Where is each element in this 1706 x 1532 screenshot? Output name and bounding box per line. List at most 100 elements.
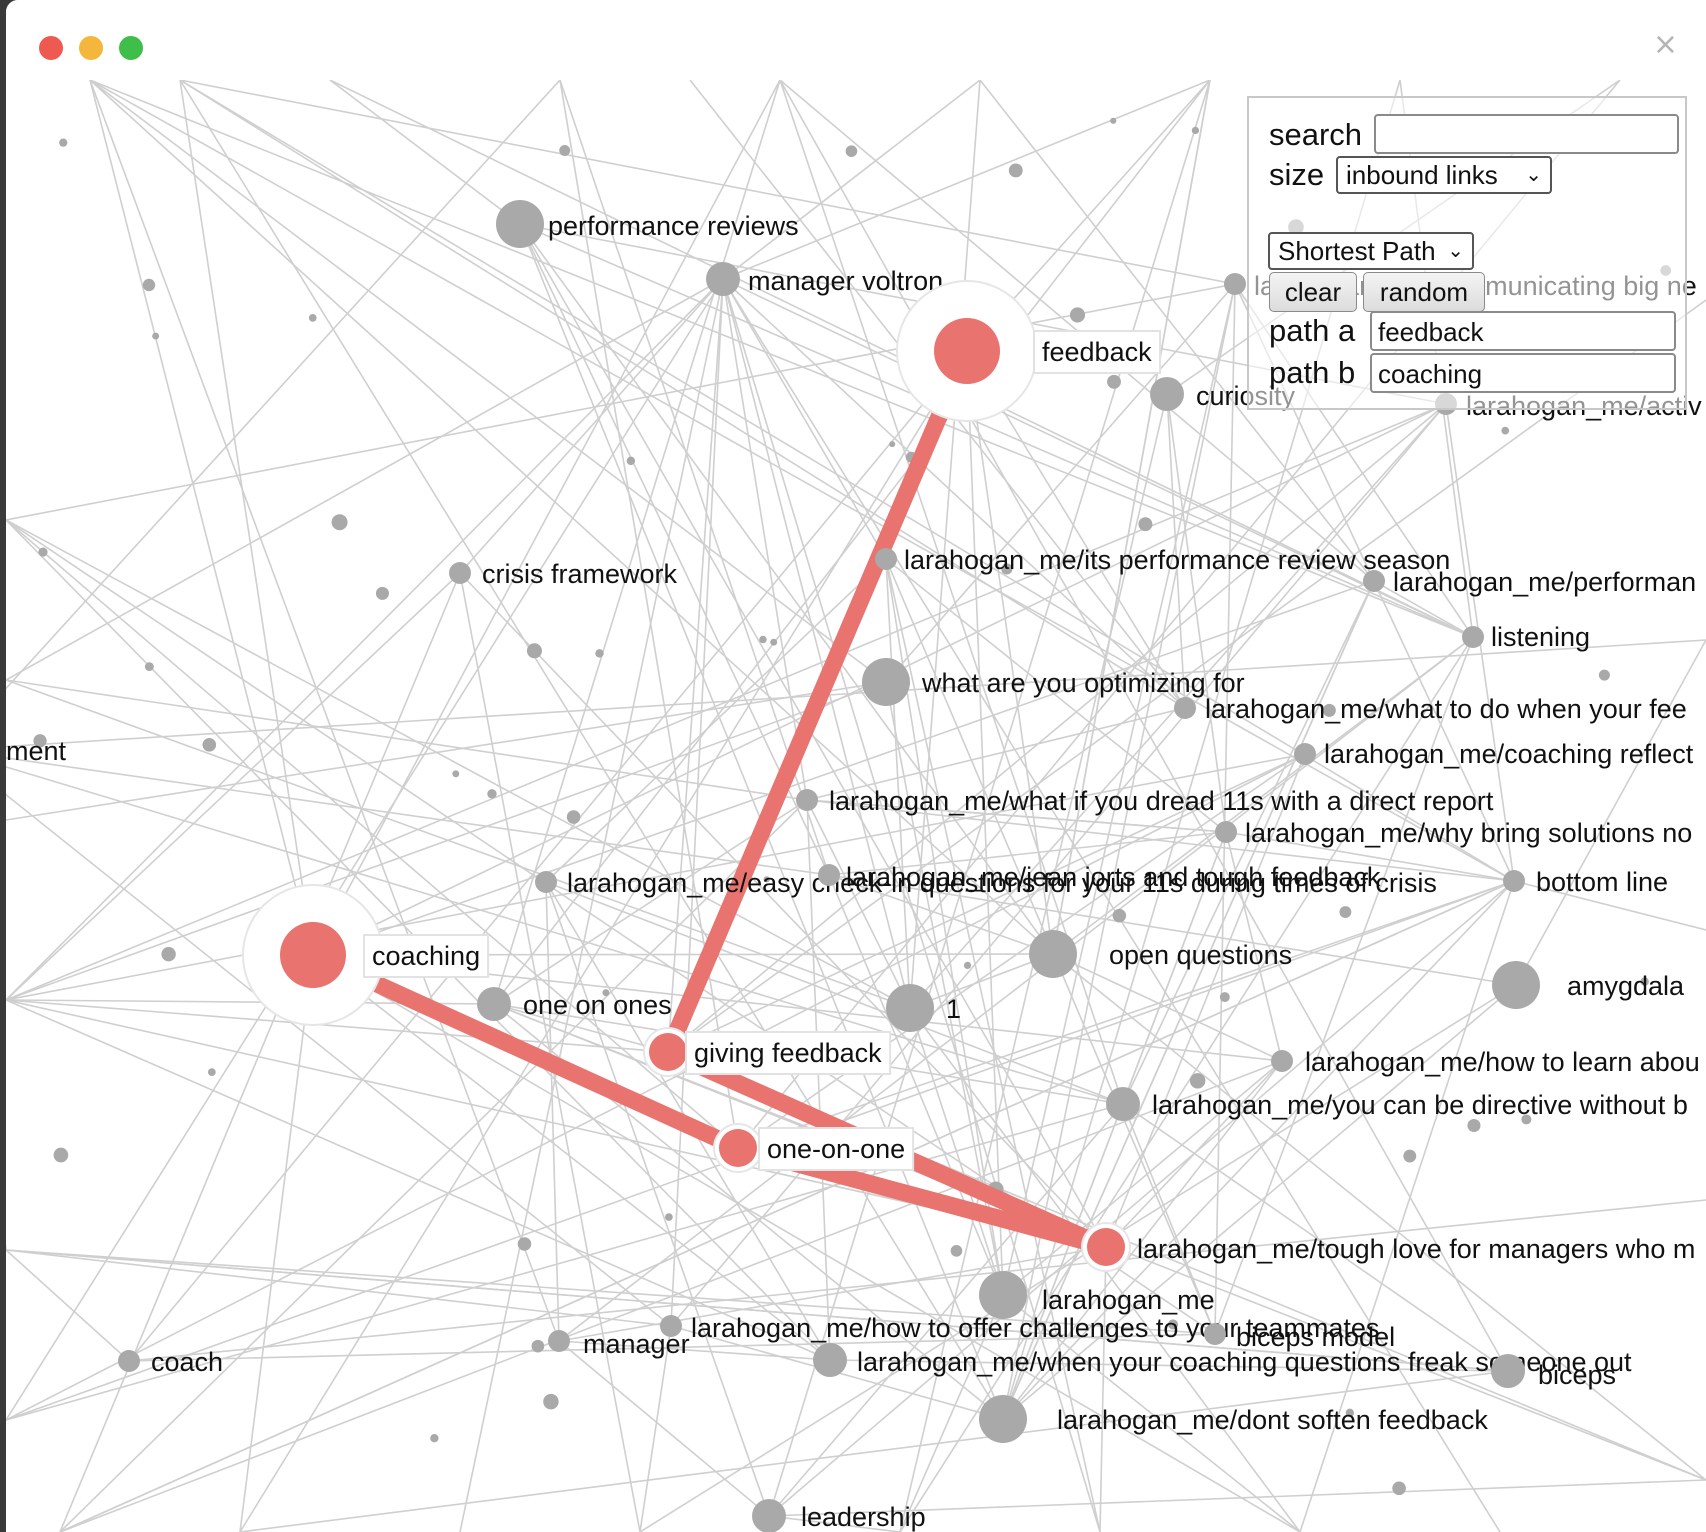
- unlabeled-node[interactable]: [595, 649, 604, 658]
- node-label[interactable]: ment: [6, 736, 67, 766]
- unlabeled-node[interactable]: [1191, 126, 1200, 135]
- node-dot[interactable]: [796, 789, 818, 811]
- node-label[interactable]: larahogan_me/performan: [1393, 567, 1696, 597]
- node-dot[interactable]: [875, 548, 897, 570]
- unlabeled-node[interactable]: [487, 789, 497, 799]
- node-dot[interactable]: [1363, 570, 1385, 592]
- node-dot[interactable]: [934, 318, 1000, 384]
- unlabeled-node[interactable]: [202, 738, 217, 752]
- unlabeled-node[interactable]: [1001, 563, 1013, 575]
- node-label[interactable]: what are you optimizing for: [921, 668, 1245, 698]
- unlabeled-node[interactable]: [526, 643, 542, 659]
- minimize-window-button[interactable]: [79, 36, 103, 60]
- clear-button[interactable]: clear: [1269, 272, 1357, 312]
- unlabeled-node[interactable]: [152, 332, 160, 340]
- node-label[interactable]: larahogan_me/tough love for managers who…: [1137, 1234, 1695, 1264]
- node-dot[interactable]: [1204, 1323, 1226, 1345]
- unlabeled-node[interactable]: [1112, 908, 1127, 923]
- unlabeled-node[interactable]: [1521, 1114, 1532, 1125]
- search-input[interactable]: [1374, 114, 1679, 154]
- node-label[interactable]: bottom line: [1536, 867, 1668, 897]
- unlabeled-node[interactable]: [1069, 307, 1086, 323]
- unlabeled-node[interactable]: [430, 1434, 439, 1443]
- graph-node[interactable]: larahogan_me/coaching reflect: [1294, 739, 1694, 769]
- node-label[interactable]: open questions: [1109, 940, 1292, 970]
- node-dot[interactable]: [496, 200, 544, 248]
- unlabeled-node[interactable]: [144, 662, 154, 672]
- node-dot[interactable]: [1271, 1050, 1293, 1072]
- mode-select[interactable]: Shortest Path ⌄: [1268, 232, 1474, 270]
- graph-node[interactable]: larahogan_me/dont soften feedback: [979, 1395, 1488, 1443]
- unlabeled-node[interactable]: [1467, 1118, 1481, 1133]
- node-label[interactable]: larahogan_me/dont soften feedback: [1057, 1405, 1488, 1435]
- node-label[interactable]: larahogan_me: [1042, 1285, 1215, 1315]
- unlabeled-node[interactable]: [207, 1068, 216, 1077]
- unlabeled-node[interactable]: [759, 635, 767, 644]
- graph-node[interactable]: amygdala: [1492, 961, 1685, 1009]
- unlabeled-node[interactable]: [53, 1147, 69, 1163]
- unlabeled-node[interactable]: [161, 947, 176, 962]
- node-dot[interactable]: [548, 1330, 570, 1352]
- zoom-window-button[interactable]: [119, 36, 143, 60]
- unlabeled-node[interactable]: [1598, 669, 1610, 681]
- graph-node[interactable]: crisis framework: [449, 559, 678, 589]
- node-dot[interactable]: [535, 871, 557, 893]
- node-dot[interactable]: [719, 1129, 757, 1167]
- node-dot[interactable]: [1150, 377, 1184, 411]
- node-dot[interactable]: [649, 1033, 687, 1071]
- node-dot[interactable]: [813, 1343, 847, 1377]
- path-a-input[interactable]: feedback: [1370, 311, 1676, 351]
- node-dot[interactable]: [1294, 743, 1316, 765]
- node-label[interactable]: manager voltron: [748, 266, 943, 296]
- graph-node[interactable]: one-on-one: [713, 1123, 915, 1173]
- node-dot[interactable]: [1462, 626, 1484, 648]
- graph-node[interactable]: giving feedback: [643, 1027, 892, 1077]
- graph-node[interactable]: larahogan_me/why bring solutions no: [1215, 818, 1692, 848]
- graph-node[interactable]: open questions: [1029, 930, 1292, 978]
- graph-node[interactable]: one on ones: [477, 987, 672, 1021]
- unlabeled-node[interactable]: [142, 278, 156, 292]
- unlabeled-node[interactable]: [452, 770, 460, 778]
- unlabeled-node[interactable]: [1219, 992, 1230, 1003]
- node-dot[interactable]: [752, 1499, 786, 1532]
- node-label[interactable]: coaching: [372, 941, 480, 971]
- graph-node[interactable]: 1: [886, 984, 961, 1032]
- graph-node[interactable]: larahogan_me/what if you dread 11s with …: [796, 786, 1494, 816]
- graph-node[interactable]: listening: [1462, 622, 1590, 652]
- unlabeled-node[interactable]: [1167, 1319, 1179, 1330]
- unlabeled-node[interactable]: [531, 1339, 545, 1353]
- graph-node[interactable]: larahogan_me/how to offer challenges to …: [660, 1313, 1379, 1343]
- node-label[interactable]: leadership: [801, 1502, 926, 1532]
- graph-node[interactable]: feedback: [896, 280, 1162, 422]
- close-icon[interactable]: ×: [1652, 27, 1678, 62]
- node-dot[interactable]: [660, 1315, 682, 1337]
- unlabeled-node[interactable]: [1501, 426, 1510, 435]
- node-dot[interactable]: [1087, 1228, 1125, 1266]
- node-label[interactable]: larahogan_me/how to offer challenges to …: [691, 1313, 1379, 1343]
- node-dot[interactable]: [449, 562, 471, 584]
- unlabeled-node[interactable]: [1403, 1149, 1417, 1163]
- unlabeled-node[interactable]: [559, 145, 571, 157]
- node-dot[interactable]: [477, 987, 511, 1021]
- graph-node[interactable]: larahogan_me/tough love for managers who…: [1081, 1222, 1695, 1272]
- node-label[interactable]: larahogan_me/jean jorts and tough feedba…: [846, 862, 1381, 892]
- unlabeled-node[interactable]: [665, 1213, 673, 1221]
- unlabeled-node[interactable]: [963, 961, 972, 969]
- node-dot[interactable]: [979, 1271, 1027, 1319]
- unlabeled-node[interactable]: [1008, 163, 1023, 178]
- graph-node[interactable]: performance reviews: [496, 200, 799, 248]
- size-select[interactable]: inbound links ⌄: [1336, 156, 1552, 194]
- unlabeled-node[interactable]: [331, 514, 348, 531]
- node-dot[interactable]: [979, 1395, 1027, 1443]
- unlabeled-node[interactable]: [1339, 906, 1352, 918]
- node-dot[interactable]: [818, 864, 840, 886]
- graph-node[interactable]: coach: [118, 1347, 223, 1377]
- unlabeled-node[interactable]: [308, 314, 317, 322]
- unlabeled-node[interactable]: [59, 138, 68, 147]
- node-label[interactable]: coach: [151, 1347, 223, 1377]
- node-dot[interactable]: [1174, 697, 1196, 719]
- graph-node[interactable]: manager voltron: [706, 262, 943, 296]
- node-label[interactable]: larahogan_me/what to do when your fee: [1205, 694, 1687, 724]
- unlabeled-node[interactable]: [626, 456, 636, 466]
- unlabeled-node[interactable]: [566, 810, 581, 824]
